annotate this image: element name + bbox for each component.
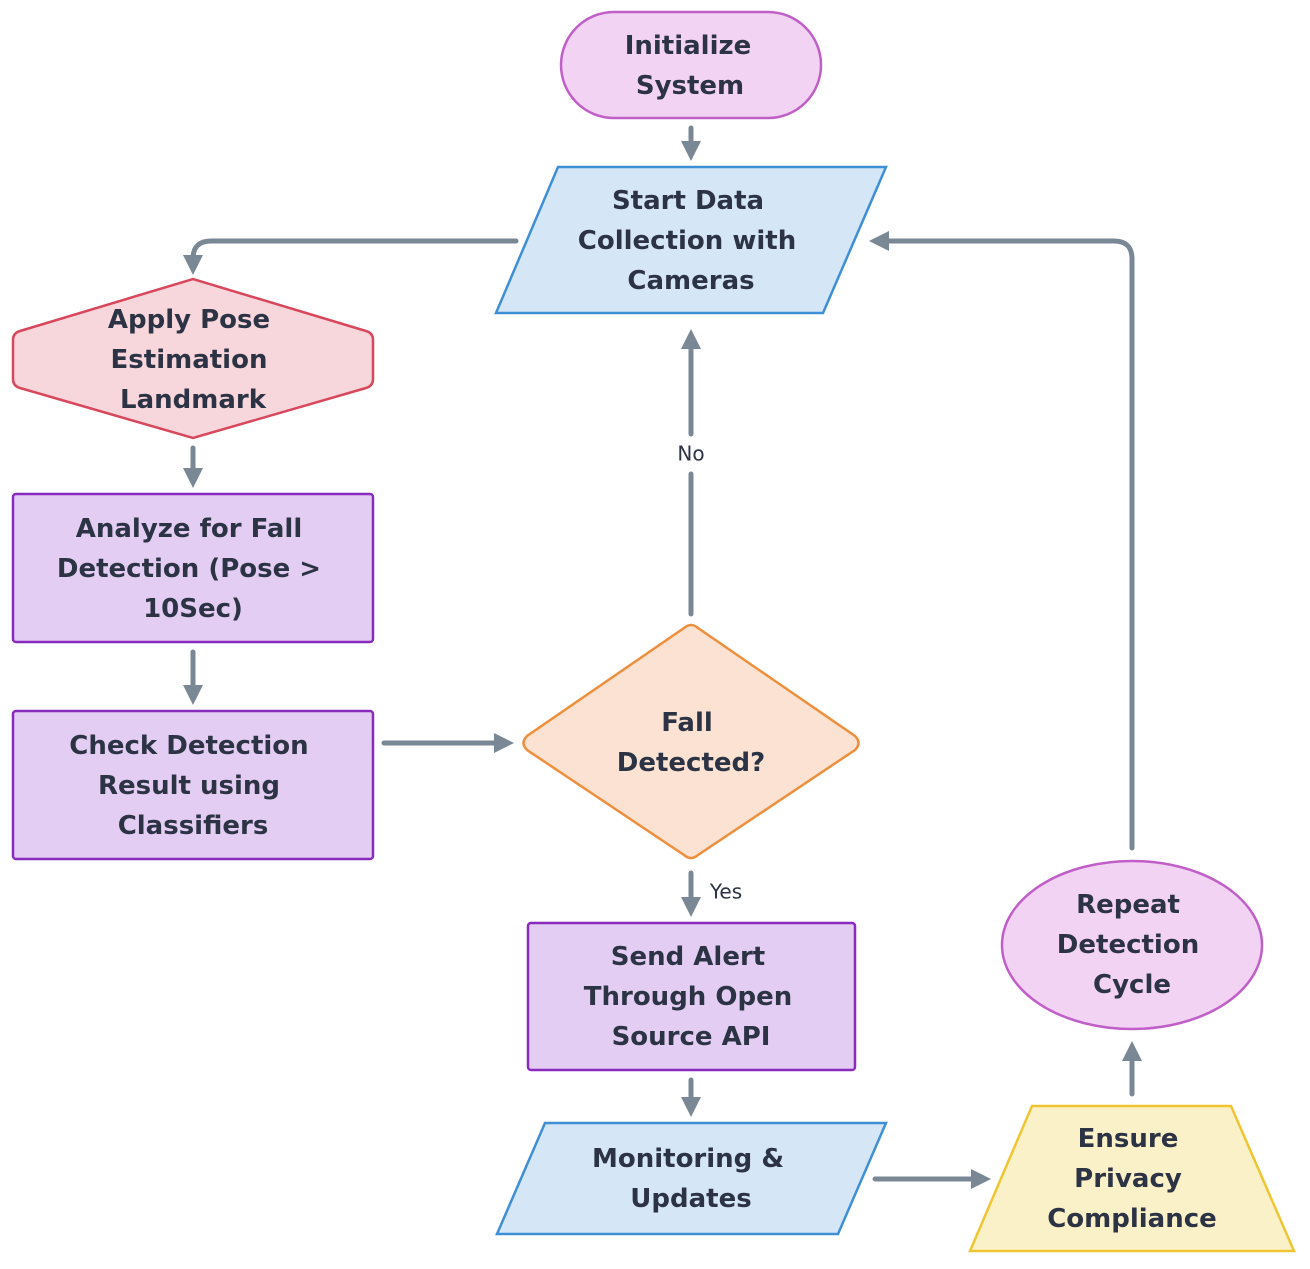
svg-text:Collection with: Collection with (578, 226, 796, 256)
svg-text:Detection: Detection (1057, 930, 1199, 960)
node-analyze-fall-detection[interactable]: Analyze for Fall Detection (Pose > 10Sec… (11, 492, 375, 644)
node-analyze-line-3: 10Sec) (143, 594, 243, 624)
node-check-line-1: Check Detection (69, 731, 308, 761)
svg-text:Initialize: Initialize (625, 31, 752, 61)
svg-text:Result using: Result using (98, 771, 280, 801)
node-check-detection-result[interactable]: Check Detection Result using Classifiers (11, 709, 375, 861)
node-apply-pose-line-3: Landmark (120, 385, 267, 415)
svg-text:Apply Pose: Apply Pose (108, 305, 270, 335)
node-fall-detected-decision[interactable]: Fall Detected? (522, 623, 860, 860)
node-analyze-shape (11, 492, 375, 644)
svg-text:Check Detection: Check Detection (69, 731, 308, 761)
svg-text:Source API: Source API (612, 1022, 771, 1052)
node-repeat-line-3: Cycle (1093, 970, 1171, 1000)
node-repeat-line-2: Detection (1057, 930, 1199, 960)
node-monitoring-line-2: Updates (630, 1184, 751, 1214)
svg-text:Cameras: Cameras (627, 266, 754, 296)
node-fall-detected-line-1: Fall (661, 708, 713, 738)
svg-text:Fall: Fall (661, 708, 713, 738)
svg-text:Detection (Pose >: Detection (Pose > (57, 554, 321, 584)
svg-text:Cycle: Cycle (1093, 970, 1171, 1000)
node-send-alert-line-1: Send Alert (611, 942, 765, 972)
node-repeat-detection-cycle[interactable]: Repeat Detection Cycle (1000, 859, 1264, 1031)
edges (183, 125, 1142, 1189)
svg-text:Landmark: Landmark (120, 385, 267, 415)
node-fall-detected-line-2: Detected? (617, 748, 765, 778)
node-send-alert-line-3: Source API (612, 1022, 771, 1052)
node-initialize-shape (559, 10, 823, 120)
node-privacy-shape (968, 1104, 1296, 1253)
arrow-start-to-apply-pose (183, 238, 519, 275)
node-check-line-2: Result using (98, 771, 280, 801)
node-start-data-collection[interactable]: Start Data Collection with Cameras (494, 165, 888, 315)
arrow-repeat-to-start (869, 231, 1135, 851)
node-privacy-line-3: Compliance (1047, 1204, 1217, 1234)
node-monitoring-updates[interactable]: Monitoring & Updates (495, 1121, 888, 1236)
svg-text:10Sec): 10Sec) (143, 594, 243, 624)
node-initialize-line-1: Initialize (625, 31, 752, 61)
node-start-data-line-3: Cameras (627, 266, 754, 296)
svg-text:System: System (636, 71, 744, 101)
node-send-alert[interactable]: Send Alert Through Open Source API (526, 921, 857, 1072)
svg-text:Detected?: Detected? (617, 748, 765, 778)
node-apply-pose-shape (11, 277, 375, 440)
svg-text:Updates: Updates (630, 1184, 751, 1214)
svg-text:Repeat: Repeat (1076, 890, 1180, 920)
svg-text:Classifiers: Classifiers (118, 811, 269, 841)
svg-text:Privacy: Privacy (1074, 1164, 1182, 1194)
node-apply-pose-estimation[interactable]: Apply Pose Estimation Landmark (11, 277, 375, 440)
node-start-data-line-1: Start Data (612, 186, 764, 216)
node-privacy-line-2: Privacy (1074, 1164, 1182, 1194)
node-start-data-line-2: Collection with (578, 226, 796, 256)
node-check-line-3: Classifiers (118, 811, 269, 841)
node-initialize-system[interactable]: Initialize System (559, 10, 823, 120)
node-send-alert-line-2: Through Open (584, 982, 792, 1012)
node-monitoring-shape (495, 1121, 888, 1236)
node-apply-pose-line-1: Apply Pose (108, 305, 270, 335)
node-check-shape (11, 709, 375, 861)
node-apply-pose-line-2: Estimation (111, 345, 268, 375)
node-start-data-shape (494, 165, 888, 315)
node-fall-detected-shape (522, 623, 860, 860)
svg-text:Through Open: Through Open (584, 982, 792, 1012)
svg-text:Monitoring &: Monitoring & (592, 1144, 784, 1174)
svg-text:Send Alert: Send Alert (611, 942, 765, 972)
node-ensure-privacy[interactable]: Ensure Privacy Compliance (968, 1104, 1296, 1253)
svg-text:Ensure: Ensure (1078, 1124, 1179, 1154)
node-monitoring-line-1: Monitoring & (592, 1144, 784, 1174)
node-repeat-shape (1000, 859, 1264, 1031)
node-analyze-line-2: Detection (Pose > (57, 554, 321, 584)
svg-text:Compliance: Compliance (1047, 1204, 1217, 1234)
node-repeat-line-1: Repeat (1076, 890, 1180, 920)
edge-label-no: No (677, 442, 704, 466)
node-privacy-line-1: Ensure (1078, 1124, 1179, 1154)
svg-text:Analyze for Fall: Analyze for Fall (76, 514, 303, 544)
node-initialize-line-2: System (636, 71, 744, 101)
node-send-alert-shape (526, 921, 857, 1072)
svg-text:Start Data: Start Data (612, 186, 764, 216)
edge-label-yes: Yes (709, 880, 742, 904)
svg-text:Estimation: Estimation (111, 345, 268, 375)
node-analyze-line-1: Analyze for Fall (76, 514, 303, 544)
